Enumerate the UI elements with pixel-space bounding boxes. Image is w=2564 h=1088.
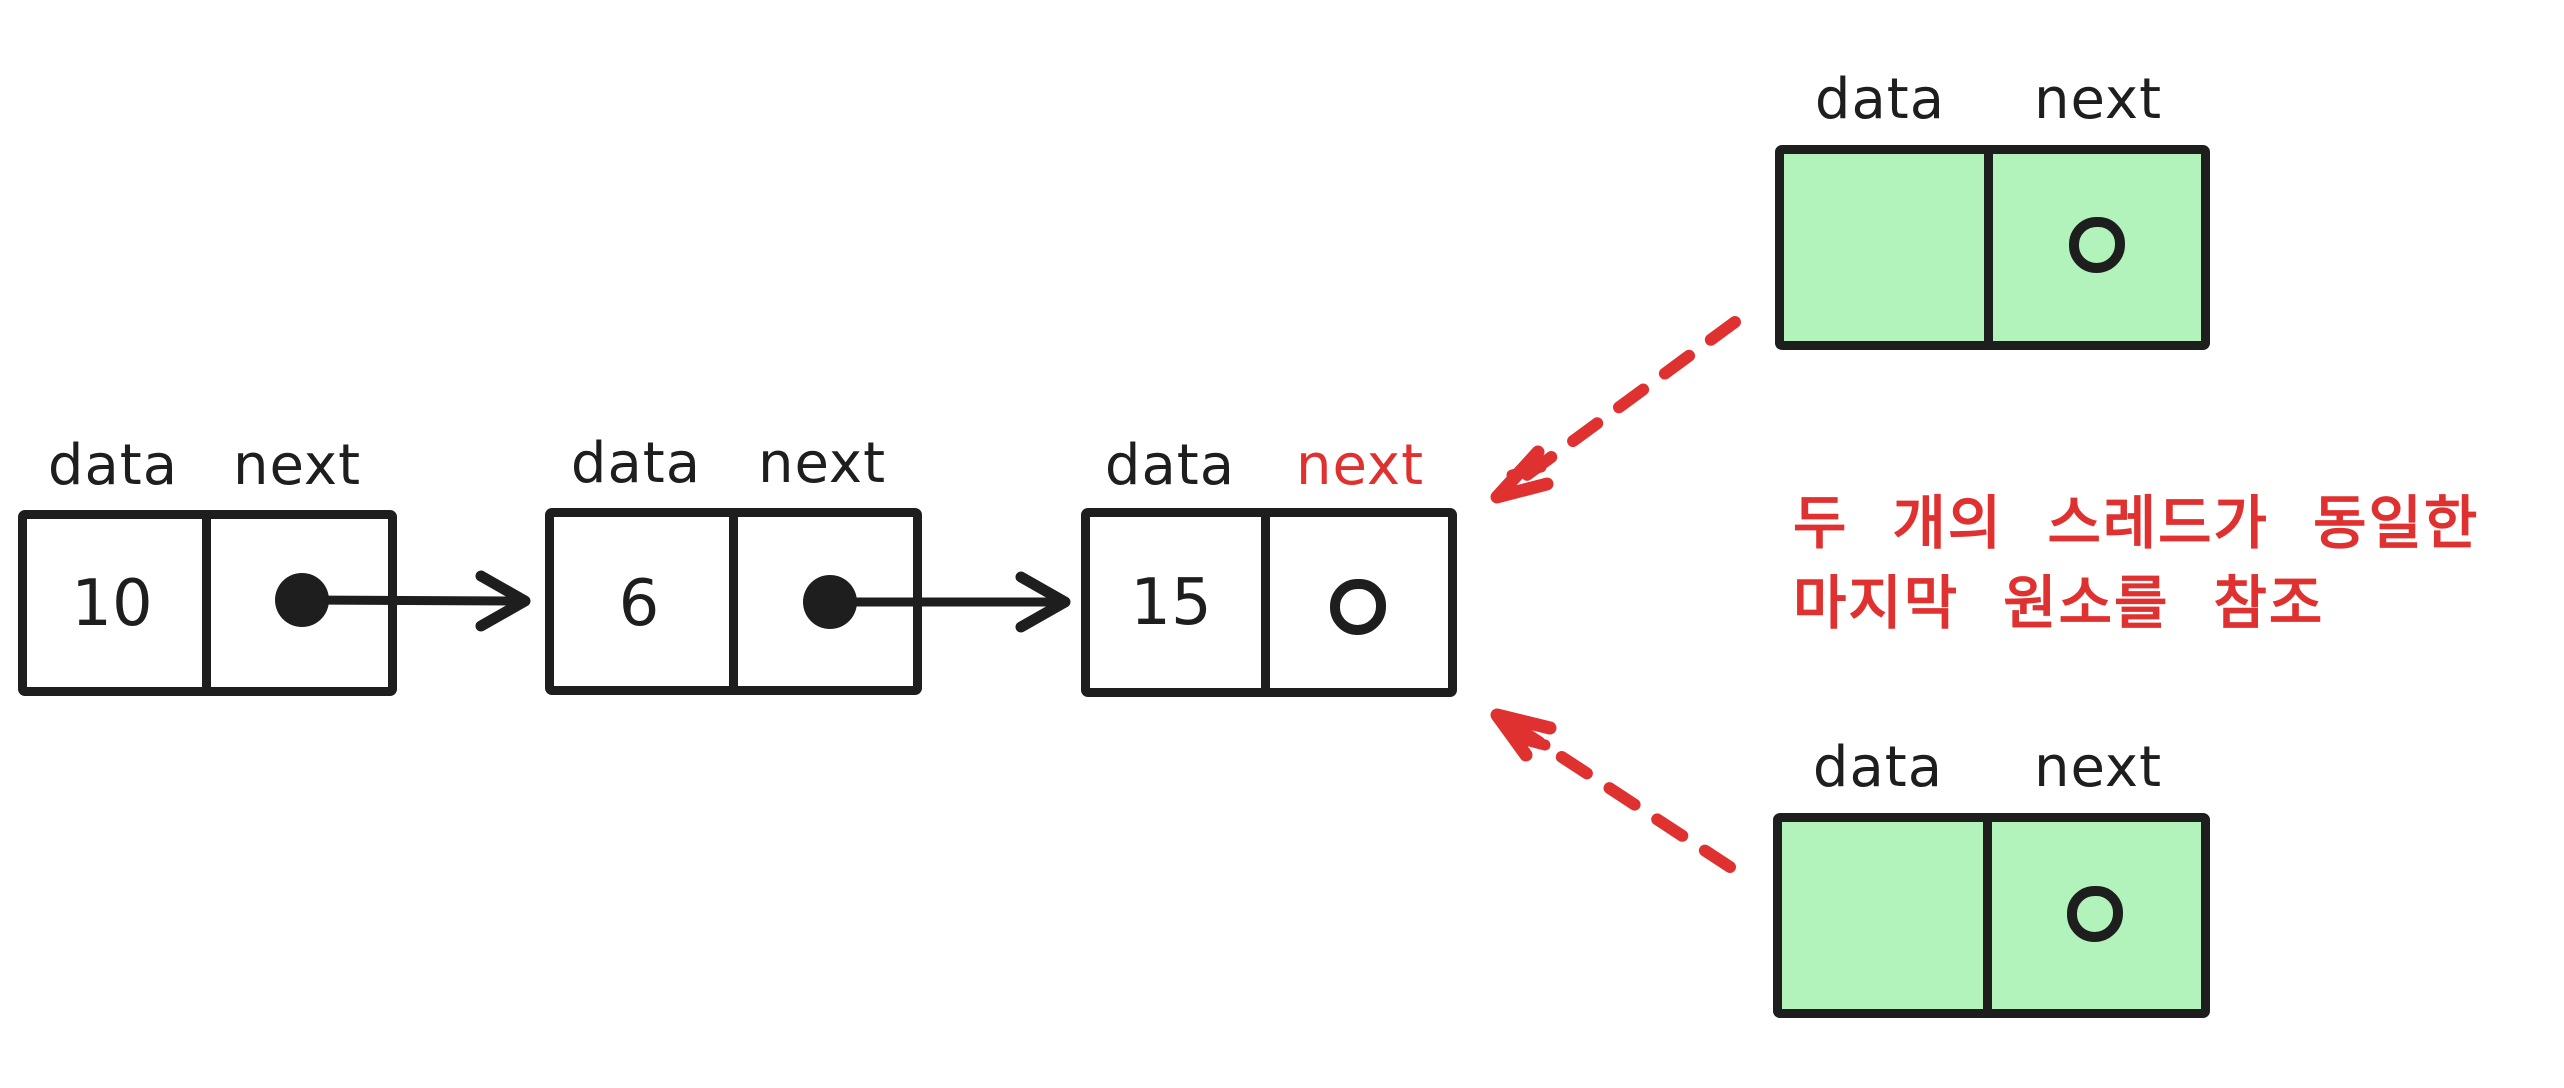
thread-arrow-top-head-tick (1506, 461, 1547, 481)
annotation-line-1: 두 개의 스레드가 동일한 (1793, 489, 2480, 557)
data-column-label: data (1814, 67, 1946, 132)
node-value: 10 (71, 567, 153, 641)
cell-divider (729, 515, 738, 688)
thread-arrow-top (1510, 316, 1741, 489)
null-pointer-icon (2069, 217, 2125, 273)
next-column-label-highlighted: next (1295, 433, 1425, 498)
null-pointer-icon (2067, 886, 2123, 942)
cell-divider (202, 517, 211, 689)
node-box: 15 (1081, 508, 1457, 697)
data-column-label: data (1812, 735, 1944, 800)
next-column-label: next (2033, 67, 2163, 132)
cell-divider (1261, 515, 1270, 690)
arrowhead-node2-to-node3 (1015, 571, 1071, 633)
arrowhead-node1-to-node2 (475, 570, 531, 632)
node-box (1775, 145, 2210, 350)
arrow-node1-to-node2 (297, 595, 517, 606)
next-column-label: next (2033, 735, 2163, 800)
annotation-line-2: 마지막 원소를 참조 (1793, 569, 2325, 637)
next-column-label: next (757, 431, 887, 496)
thread-arrow-bottom-head-tick (1512, 732, 1551, 751)
node-value: 15 (1130, 566, 1212, 640)
null-pointer-icon (1330, 579, 1386, 635)
thread-arrow-bottom (1510, 721, 1736, 873)
data-column-label: data (47, 433, 179, 498)
cell-divider (1984, 152, 1993, 343)
cell-divider (1983, 820, 1992, 1011)
node-value: 6 (618, 567, 660, 641)
annotation-text: 두 개의 스레드가 동일한 마지막 원소를 참조 (1793, 483, 2479, 643)
data-column-label: data (570, 431, 702, 496)
data-column-label: data (1104, 433, 1236, 498)
node-box (1773, 813, 2210, 1018)
next-column-label: next (232, 433, 362, 498)
